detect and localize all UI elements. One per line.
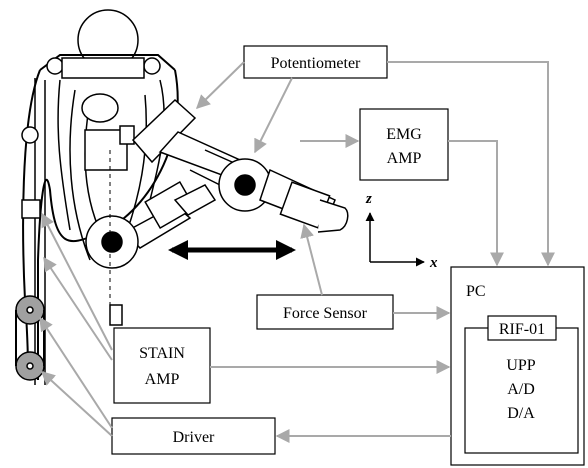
pot-to-pc-arrow [387, 61, 555, 267]
axis-z-label: z [365, 191, 372, 207]
force-sensor-to-arm-arrow [300, 223, 323, 296]
rif-board-box [464, 327, 579, 454]
force-sensor-label: Force Sensor [283, 305, 368, 322]
driver-to-pulley-2 [40, 371, 113, 437]
stain-from-gauge-2 [43, 256, 113, 361]
emg-to-pc-arrow [448, 140, 504, 267]
upp-label: UPP [506, 357, 535, 374]
force-sensor-box: Force Sensor [256, 294, 394, 330]
rif-label: RIF-01 [499, 321, 545, 338]
rif-title-box [487, 315, 557, 341]
emg-label-line1: EMG [386, 126, 422, 143]
potentiometer-box: Potentiometer [243, 45, 388, 79]
connector-arrows [39, 61, 555, 443]
emg-label-line2: AMP [387, 150, 422, 167]
pc-box: PC RIF-01 UPP A/D D/A [450, 266, 585, 466]
axis-x-label: x [429, 255, 438, 271]
pot-to-elbow-arrow [254, 77, 293, 154]
da-label: D/A [507, 405, 535, 422]
stain-from-gauge-1 [41, 212, 113, 351]
pc-label: PC [466, 283, 486, 300]
driver-box: Driver [111, 417, 276, 455]
stain-label-line2: AMP [145, 371, 180, 388]
exoskeleton-illustration [15, 9, 349, 385]
emg-amp-box: EMG AMP [359, 108, 449, 181]
stain-label-line1: STAIN [139, 345, 185, 362]
drive-cable [22, 69, 41, 373]
potentiometer-label: Potentiometer [271, 55, 361, 72]
pot-to-shoulder-arrow [195, 61, 245, 109]
driver-to-pulley-1 [39, 316, 113, 429]
ad-label: A/D [507, 381, 535, 398]
upper-arm-link [131, 98, 197, 164]
stain-amp-box: STAIN AMP [113, 327, 211, 404]
driver-label: Driver [173, 429, 215, 446]
axes-indicator: z x [365, 191, 438, 271]
